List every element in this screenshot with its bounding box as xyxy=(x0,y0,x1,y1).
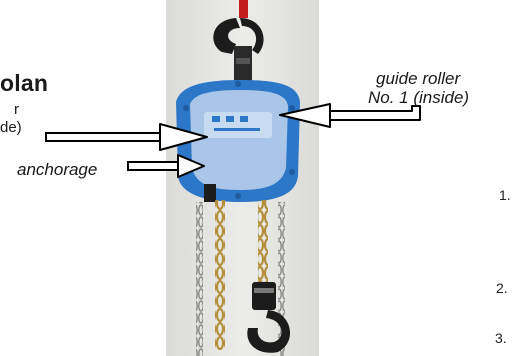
bottom-hook xyxy=(247,282,291,353)
load-chain-right xyxy=(258,200,268,290)
text-line-1: r xyxy=(14,101,19,118)
hand-chain-right xyxy=(278,202,285,356)
anchorage-point xyxy=(204,184,216,202)
top-hook xyxy=(213,18,264,86)
red-top-chain xyxy=(239,0,248,18)
title-fragment: olan xyxy=(0,70,49,96)
arrow-left-to-hoist xyxy=(45,123,208,151)
arrow-anchorage xyxy=(127,154,205,178)
list-number-3: 3. xyxy=(495,330,507,346)
guide-roller-label-line2: No. 1 (inside) xyxy=(368,88,470,107)
load-chain-left xyxy=(215,200,225,350)
arrow-guide-roller xyxy=(279,103,421,128)
guide-roller-label-line1: guide roller xyxy=(376,69,461,88)
list-number-2: 2. xyxy=(496,280,508,296)
anchorage-label: anchorage xyxy=(17,160,98,179)
list-number-1: 1. xyxy=(499,187,511,203)
text-line-2: de) xyxy=(0,119,22,136)
hand-chain-left xyxy=(196,202,203,356)
hoist-body xyxy=(176,80,300,202)
